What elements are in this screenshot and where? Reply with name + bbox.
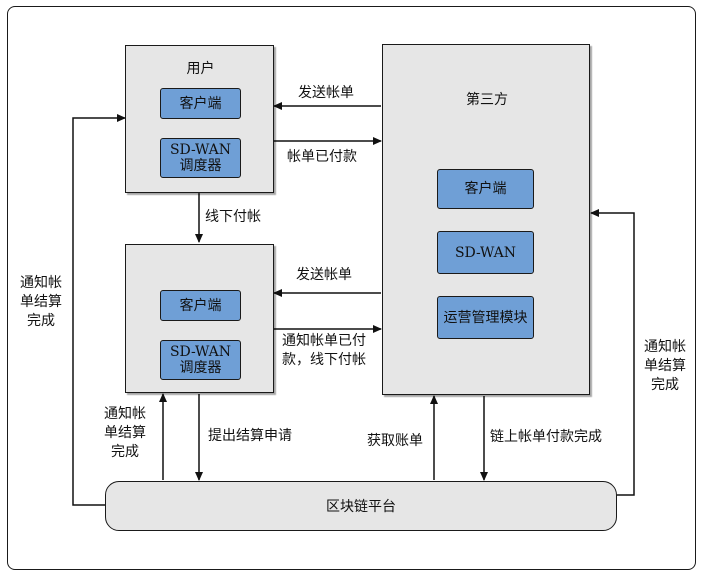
label-notify-left-outer: 通知帐 单结算 完成 <box>20 275 62 329</box>
label-notify-paid-offline: 通知帐单已付 款，线下付帐 <box>282 333 366 368</box>
blockchain-platform: 区块链平台 <box>105 481 617 531</box>
label-notify-left-inner: 通知帐 单结算 完成 <box>104 406 146 460</box>
user-title: 用户 <box>186 61 215 77</box>
label-send-bill-1: 发送帐单 <box>298 85 354 101</box>
user2-sdwan-scheduler: SD-WAN 调度器 <box>160 340 241 380</box>
label-fetch-bill: 获取账单 <box>367 433 423 449</box>
user2-node: 客户端 SD-WAN 调度器 <box>125 244 274 393</box>
user2-client: 客户端 <box>160 290 241 321</box>
third-party-sdwan: SD-WAN <box>437 231 534 274</box>
label-submit-settlement: 提出结算申请 <box>208 428 292 444</box>
user-node: 用户 客户端 SD-WAN 调度器 <box>125 45 274 193</box>
label-notify-right-outer: 通知帐 单结算 完成 <box>644 339 686 393</box>
label-chain-paid: 链上帐单付款完成 <box>490 429 602 445</box>
third-party-node: 第三方 客户端 SD-WAN 运营管理模块 <box>382 44 590 395</box>
edge-notify-left-outer <box>72 114 126 506</box>
user-sdwan-scheduler: SD-WAN 调度器 <box>160 138 241 178</box>
third-party-ops-module: 运营管理模块 <box>437 296 534 339</box>
label-send-bill-2: 发送帐单 <box>296 267 352 283</box>
third-party-title: 第三方 <box>466 92 508 108</box>
label-bill-paid: 帐单已付款 <box>287 149 357 165</box>
third-party-client: 客户端 <box>437 169 534 209</box>
label-offline-pay: 线下付帐 <box>205 209 261 225</box>
edge-notify-right-outer <box>590 209 635 496</box>
user-client: 客户端 <box>160 88 241 119</box>
